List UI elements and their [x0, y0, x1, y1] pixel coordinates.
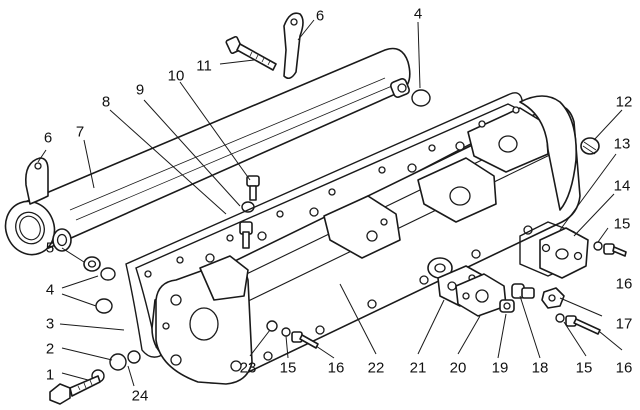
bolt-16b-part	[555, 313, 601, 335]
leader-lines	[37, 19, 623, 387]
callout-22: 22	[367, 359, 385, 377]
cover-14-part	[519, 221, 589, 279]
callout-3: 3	[45, 315, 55, 333]
callout-8: 8	[101, 93, 111, 111]
manifold-body-part	[151, 95, 581, 385]
callout-24: 24	[131, 387, 149, 405]
callout-4a: 4	[45, 281, 55, 299]
callout-15b: 15	[279, 359, 297, 377]
callout-10: 10	[167, 67, 185, 85]
bolt-16c-part	[266, 320, 319, 349]
callout-5: 5	[45, 239, 55, 257]
callout-15a: 15	[613, 215, 631, 233]
callout-18: 18	[531, 359, 549, 377]
callout-11: 11	[196, 57, 212, 75]
callout-9: 9	[135, 81, 145, 99]
callout-16b: 16	[327, 359, 345, 377]
callout-16a: 16	[615, 275, 633, 293]
pipe-part	[4, 47, 411, 256]
callout-2: 2	[45, 340, 55, 358]
plug-5-part	[83, 256, 101, 272]
fitting-19-part	[499, 299, 515, 313]
nut-17-part	[541, 287, 565, 309]
bolt-16a-part	[593, 241, 627, 257]
fitting-18-part	[511, 283, 535, 299]
callout-6b: 6	[315, 7, 325, 25]
callout-4b: 4	[413, 5, 423, 23]
stud-10-part	[246, 175, 260, 201]
callout-23: 23	[239, 359, 257, 377]
clamp-top-part	[283, 12, 304, 80]
plug-12-part	[580, 137, 600, 155]
callout-17: 17	[615, 315, 633, 333]
callout-20: 20	[449, 359, 467, 377]
callout-14: 14	[613, 177, 631, 195]
callout-12: 12	[615, 93, 633, 111]
ring-4-top-part	[411, 89, 431, 107]
ring-2-part	[109, 353, 127, 371]
callout-16c: 16	[615, 359, 633, 377]
callout-7: 7	[75, 123, 85, 141]
callout-6a: 6	[43, 129, 53, 147]
stud-8-part	[239, 221, 253, 249]
callout-19: 19	[491, 359, 509, 377]
bolt-11-part	[225, 35, 277, 71]
ring-4-lower-part	[95, 298, 113, 314]
callout-15c: 15	[575, 359, 593, 377]
ring-4-upper-part	[100, 267, 116, 281]
callout-21: 21	[409, 359, 427, 377]
washer-24b-part	[127, 350, 141, 364]
bolt-1-part	[49, 375, 101, 405]
callout-1: 1	[45, 366, 55, 384]
washer-9-part	[241, 201, 255, 213]
callout-13: 13	[613, 135, 631, 153]
gasket-holes	[144, 106, 520, 330]
clamp-left-part	[24, 157, 49, 205]
